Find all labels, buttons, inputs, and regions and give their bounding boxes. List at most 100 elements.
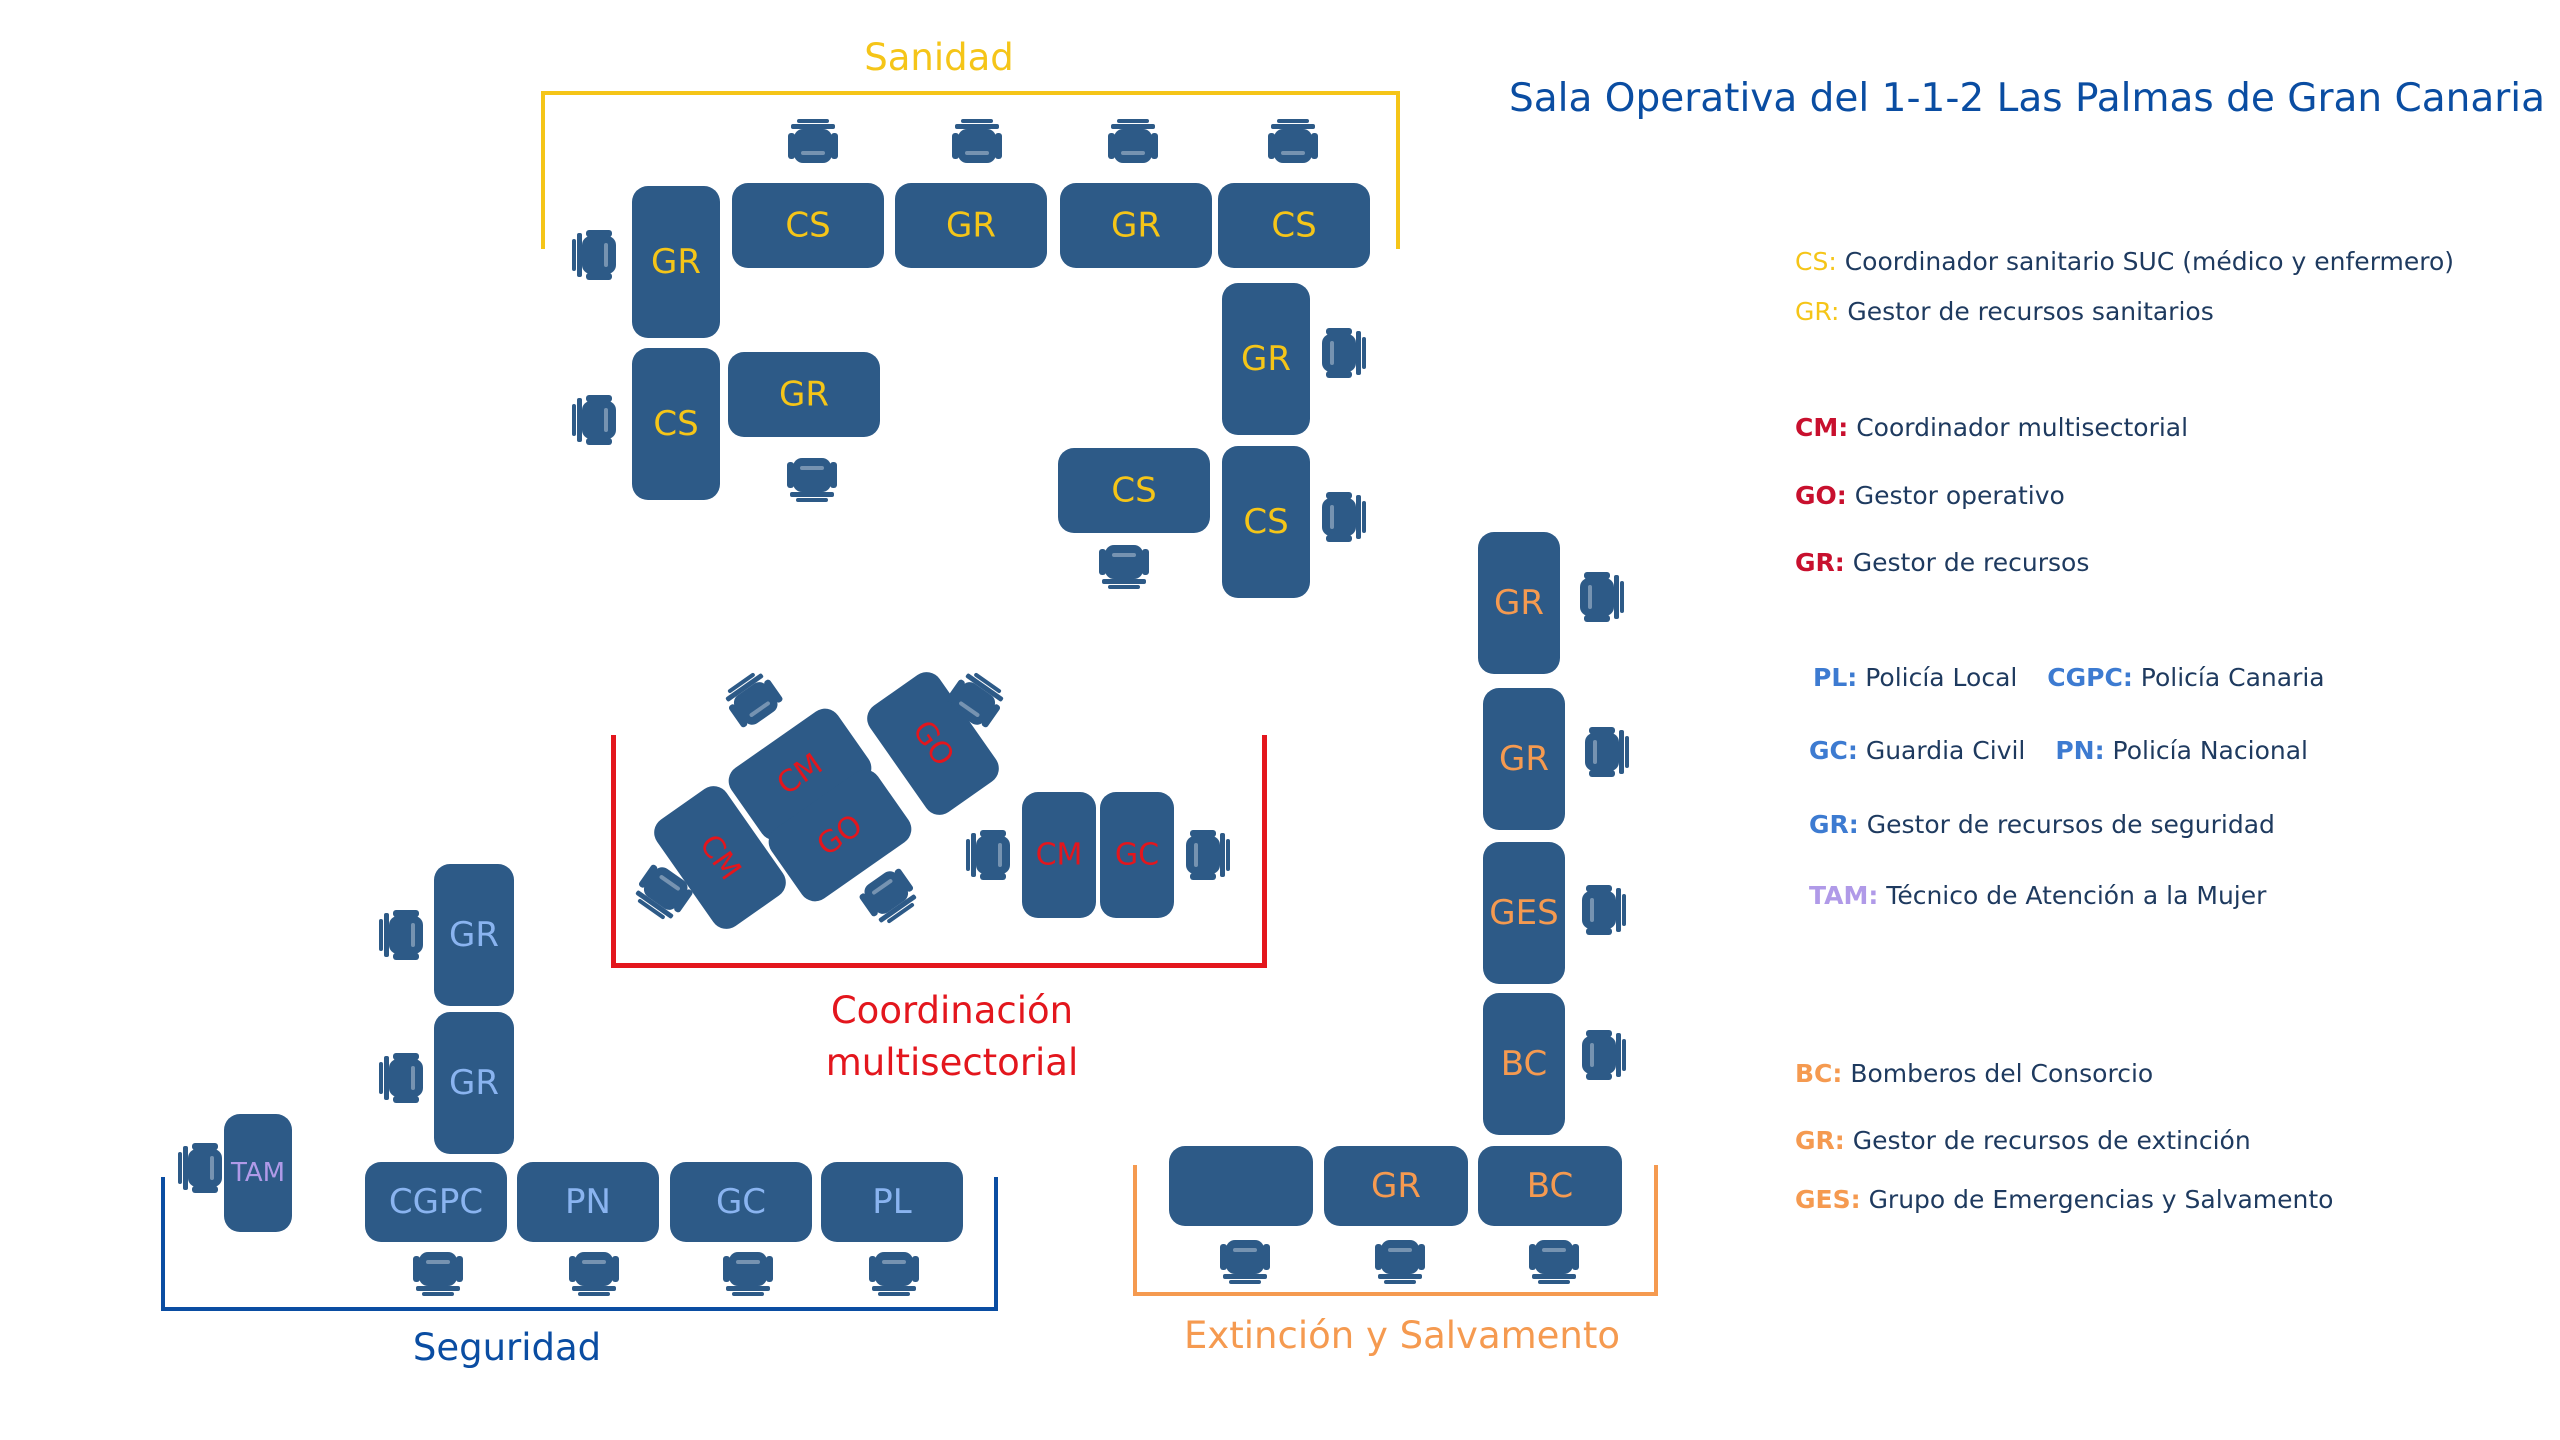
desk-label: TAM (230, 1158, 285, 1188)
chair-part (1142, 549, 1149, 575)
chair-icon (635, 864, 693, 920)
chair-part (966, 839, 970, 871)
desk-surface (1478, 532, 1560, 674)
chair-part (859, 893, 878, 917)
chair-part (726, 1286, 770, 1291)
chair-part (952, 133, 959, 159)
desk-surface (1058, 448, 1210, 533)
chair-part (1190, 830, 1216, 837)
chair-highlight (872, 879, 893, 895)
chair-part (389, 1059, 423, 1097)
legend-item: GR: Gestor de recursos sanitarios (1795, 297, 2214, 326)
chair-icon (946, 672, 1004, 728)
chair-part (638, 864, 658, 888)
desk-label: GR (651, 242, 701, 282)
desk-label: BC (1501, 1044, 1547, 1084)
chair-part (797, 119, 829, 123)
legend-item: TAM: Técnico de Atención a la Mujer (1809, 881, 2266, 910)
chair-part (729, 1252, 767, 1286)
desk-sanidad-7: GR (1222, 283, 1310, 435)
chair-icon (787, 458, 837, 502)
desk-surface (1483, 842, 1565, 984)
desk-coordinacion-3: GO (768, 769, 912, 902)
desk-seguridad-0: GR (434, 864, 514, 1006)
desk-surface (1478, 1146, 1622, 1226)
desk-coordinacion-4: CM (1022, 792, 1096, 918)
chair-icon (1582, 1030, 1626, 1080)
chair-part (878, 894, 917, 923)
chair-part (764, 679, 783, 703)
legend-text: Policía Canaria (2140, 663, 2325, 692)
legend-text: Coordinador multisectorial (1856, 413, 2189, 442)
chair-part (872, 1286, 916, 1291)
chair-part (878, 1292, 910, 1296)
desk-surface (728, 352, 880, 437)
chair-part (955, 124, 999, 129)
seguridad-bracket (161, 1177, 998, 1311)
desk-surface (1483, 993, 1565, 1135)
chair-icon (379, 910, 423, 960)
chair-highlight (736, 1260, 760, 1264)
chair-icon (788, 119, 838, 163)
chair-part (723, 1256, 730, 1282)
chair-icon (1220, 1240, 1270, 1284)
desk-surface (732, 183, 884, 268)
desk-surface (365, 1162, 507, 1242)
chair-part (416, 1286, 460, 1291)
chair-part (728, 704, 748, 728)
chair-part (569, 1256, 576, 1282)
chair-icon (1529, 1240, 1579, 1284)
chair-part (1622, 894, 1626, 926)
chair-icon (1322, 328, 1366, 378)
chair-part (393, 910, 419, 917)
chair-part (887, 902, 915, 924)
legend-abbr: GES: (1795, 1185, 1861, 1214)
seguridad-title: Seguridad (412, 1326, 602, 1369)
chair-part (1099, 549, 1106, 575)
chair-part (183, 1146, 188, 1190)
legend-abbr: BC: (1795, 1059, 1843, 1088)
chair-highlight (959, 701, 980, 717)
chair-part (419, 1252, 457, 1286)
chair-icon (1582, 885, 1626, 935)
legend-abbr: GO: (1795, 481, 1847, 510)
legend-text: Técnico de Atención a la Mujer (1886, 881, 2267, 910)
coordinacion-bracket (611, 735, 1267, 968)
chair-part (732, 1292, 764, 1296)
chair-part (1114, 129, 1152, 163)
chair-highlight (210, 1156, 214, 1180)
chair-highlight (1330, 341, 1334, 365)
chair-highlight (659, 875, 680, 891)
chair-highlight (1233, 1248, 1257, 1252)
page-title: Sala Operativa del 1-1-2 Las Palmas de G… (1509, 76, 2546, 121)
desk-label: GR (1241, 339, 1291, 379)
chair-part (727, 672, 755, 694)
chair-part (971, 833, 976, 877)
chair-part (1151, 133, 1158, 159)
desk-extincion-5: GR (1324, 1146, 1468, 1226)
chair-part (1375, 1244, 1382, 1270)
desk-surface (1100, 792, 1174, 918)
chair-part (586, 273, 612, 280)
chair-highlight (1542, 1248, 1566, 1252)
chair-part (766, 1256, 773, 1282)
desk-seguridad-4: PN (517, 1162, 659, 1242)
chair-part (379, 1062, 383, 1094)
chair-highlight (1590, 898, 1594, 922)
desk-surface (1022, 792, 1096, 918)
desk-extincion-6: BC (1478, 1146, 1622, 1226)
desk-surface (1060, 183, 1212, 268)
desk-surface (1222, 283, 1310, 435)
desk-label: GR (946, 206, 996, 246)
chair-part (572, 1286, 616, 1291)
chair-part (864, 871, 909, 914)
chair-part (1322, 334, 1356, 372)
desk-label: PN (565, 1182, 611, 1222)
desk-label: GC (716, 1182, 766, 1222)
chair-part (674, 889, 693, 913)
chair-part (1111, 124, 1155, 129)
chair-icon (1580, 572, 1624, 622)
desk-extincion-2: GES (1483, 842, 1565, 984)
chair-highlight (426, 1260, 450, 1264)
